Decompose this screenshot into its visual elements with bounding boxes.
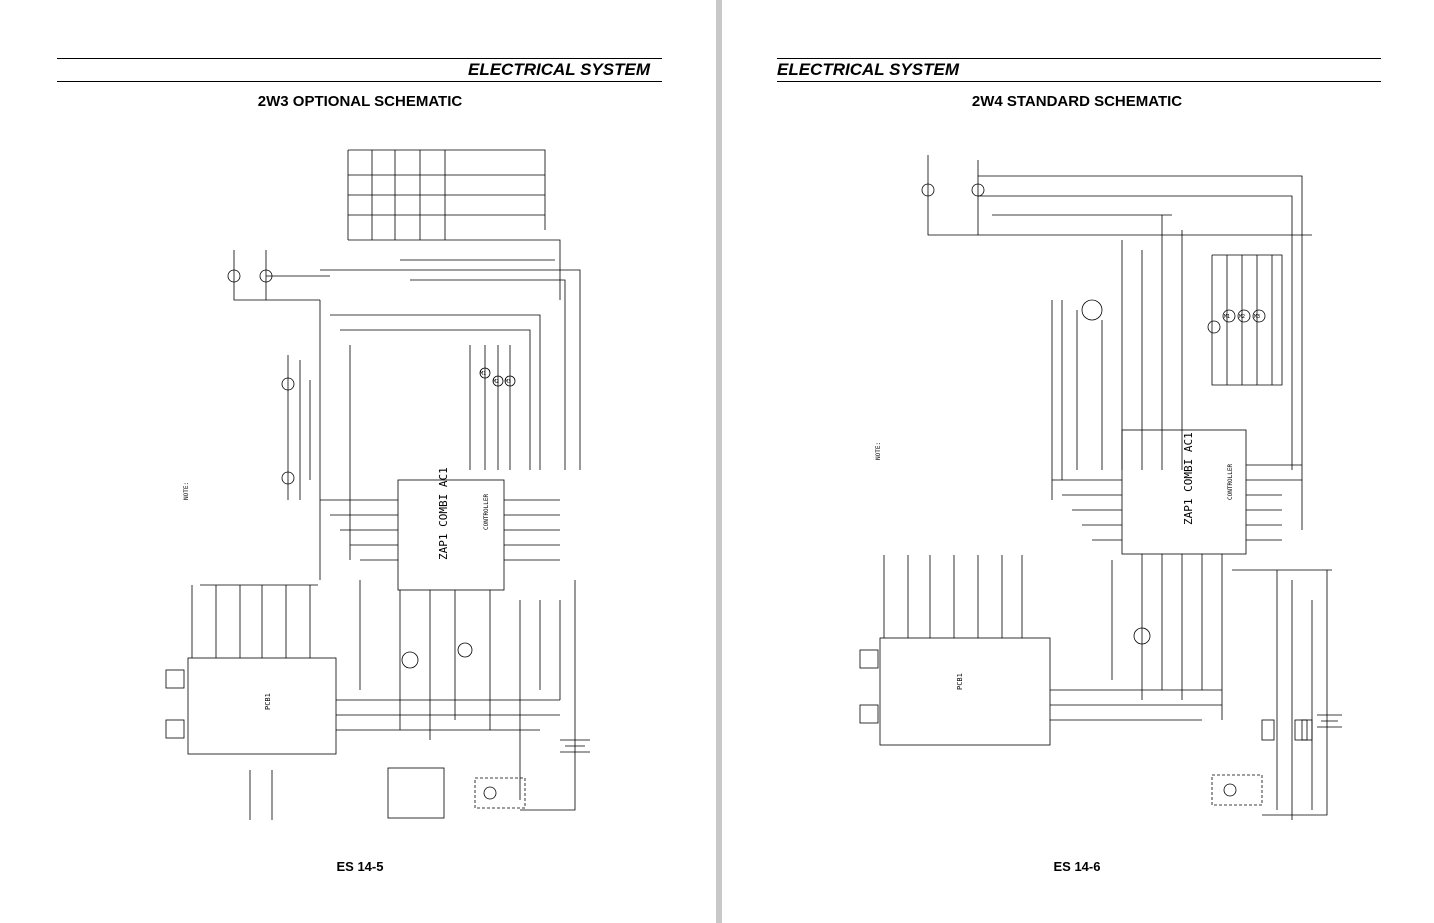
pcb-label: PCB1: [956, 673, 964, 690]
wiring-schematic-left: ZAP1 COMBI AC1 CONTROLLER PCB1 NOTE: M1 …: [165, 149, 590, 820]
motor-label-m3: M3: [1254, 314, 1260, 320]
wiring-schematic-right: ZAP1 COMBI AC1 CONTROLLER PCB1 NOTE: M1 …: [859, 155, 1342, 820]
section-header: ELECTRICAL SYSTEM: [468, 60, 650, 79]
controller-side-label: CONTROLLER: [1227, 463, 1234, 500]
schematic-title: 2W4 STANDARD SCHEMATIC: [971, 93, 1183, 110]
schematic-title: 2W3 OPTIONAL SCHEMATIC: [257, 93, 463, 110]
pcb-label: PCB1: [264, 693, 272, 710]
controller-label: ZAP1 COMBI AC1: [437, 467, 450, 560]
motor-label-m1: M1: [480, 371, 486, 377]
header-rule-bottom: [57, 81, 662, 82]
page-number: ES 14-6: [1053, 859, 1101, 874]
header-rule-bottom: [777, 81, 1381, 82]
header-rule: [777, 58, 1381, 59]
motor-label-m2: M2: [1239, 314, 1245, 320]
header-rule: [57, 58, 662, 59]
motor-label-m3: M3: [505, 379, 511, 385]
page-number: ES 14-5: [336, 859, 384, 874]
motor-label-m1: M1: [1224, 314, 1230, 320]
note-label: NOTE:: [183, 482, 190, 500]
controller-side-label: CONTROLLER: [483, 493, 490, 530]
section-header: ELECTRICAL SYSTEM: [777, 60, 959, 79]
right-page: ELECTRICAL SYSTEM 2W4 STANDARD SCHEMATIC: [722, 0, 1434, 923]
motor-label-m2: M2: [493, 379, 499, 385]
note-label: NOTE:: [875, 442, 882, 460]
controller-label: ZAP1 COMBI AC1: [1182, 432, 1195, 525]
left-page: ELECTRICAL SYSTEM 2W3 OPTIONAL SCHEMATIC: [0, 0, 716, 923]
